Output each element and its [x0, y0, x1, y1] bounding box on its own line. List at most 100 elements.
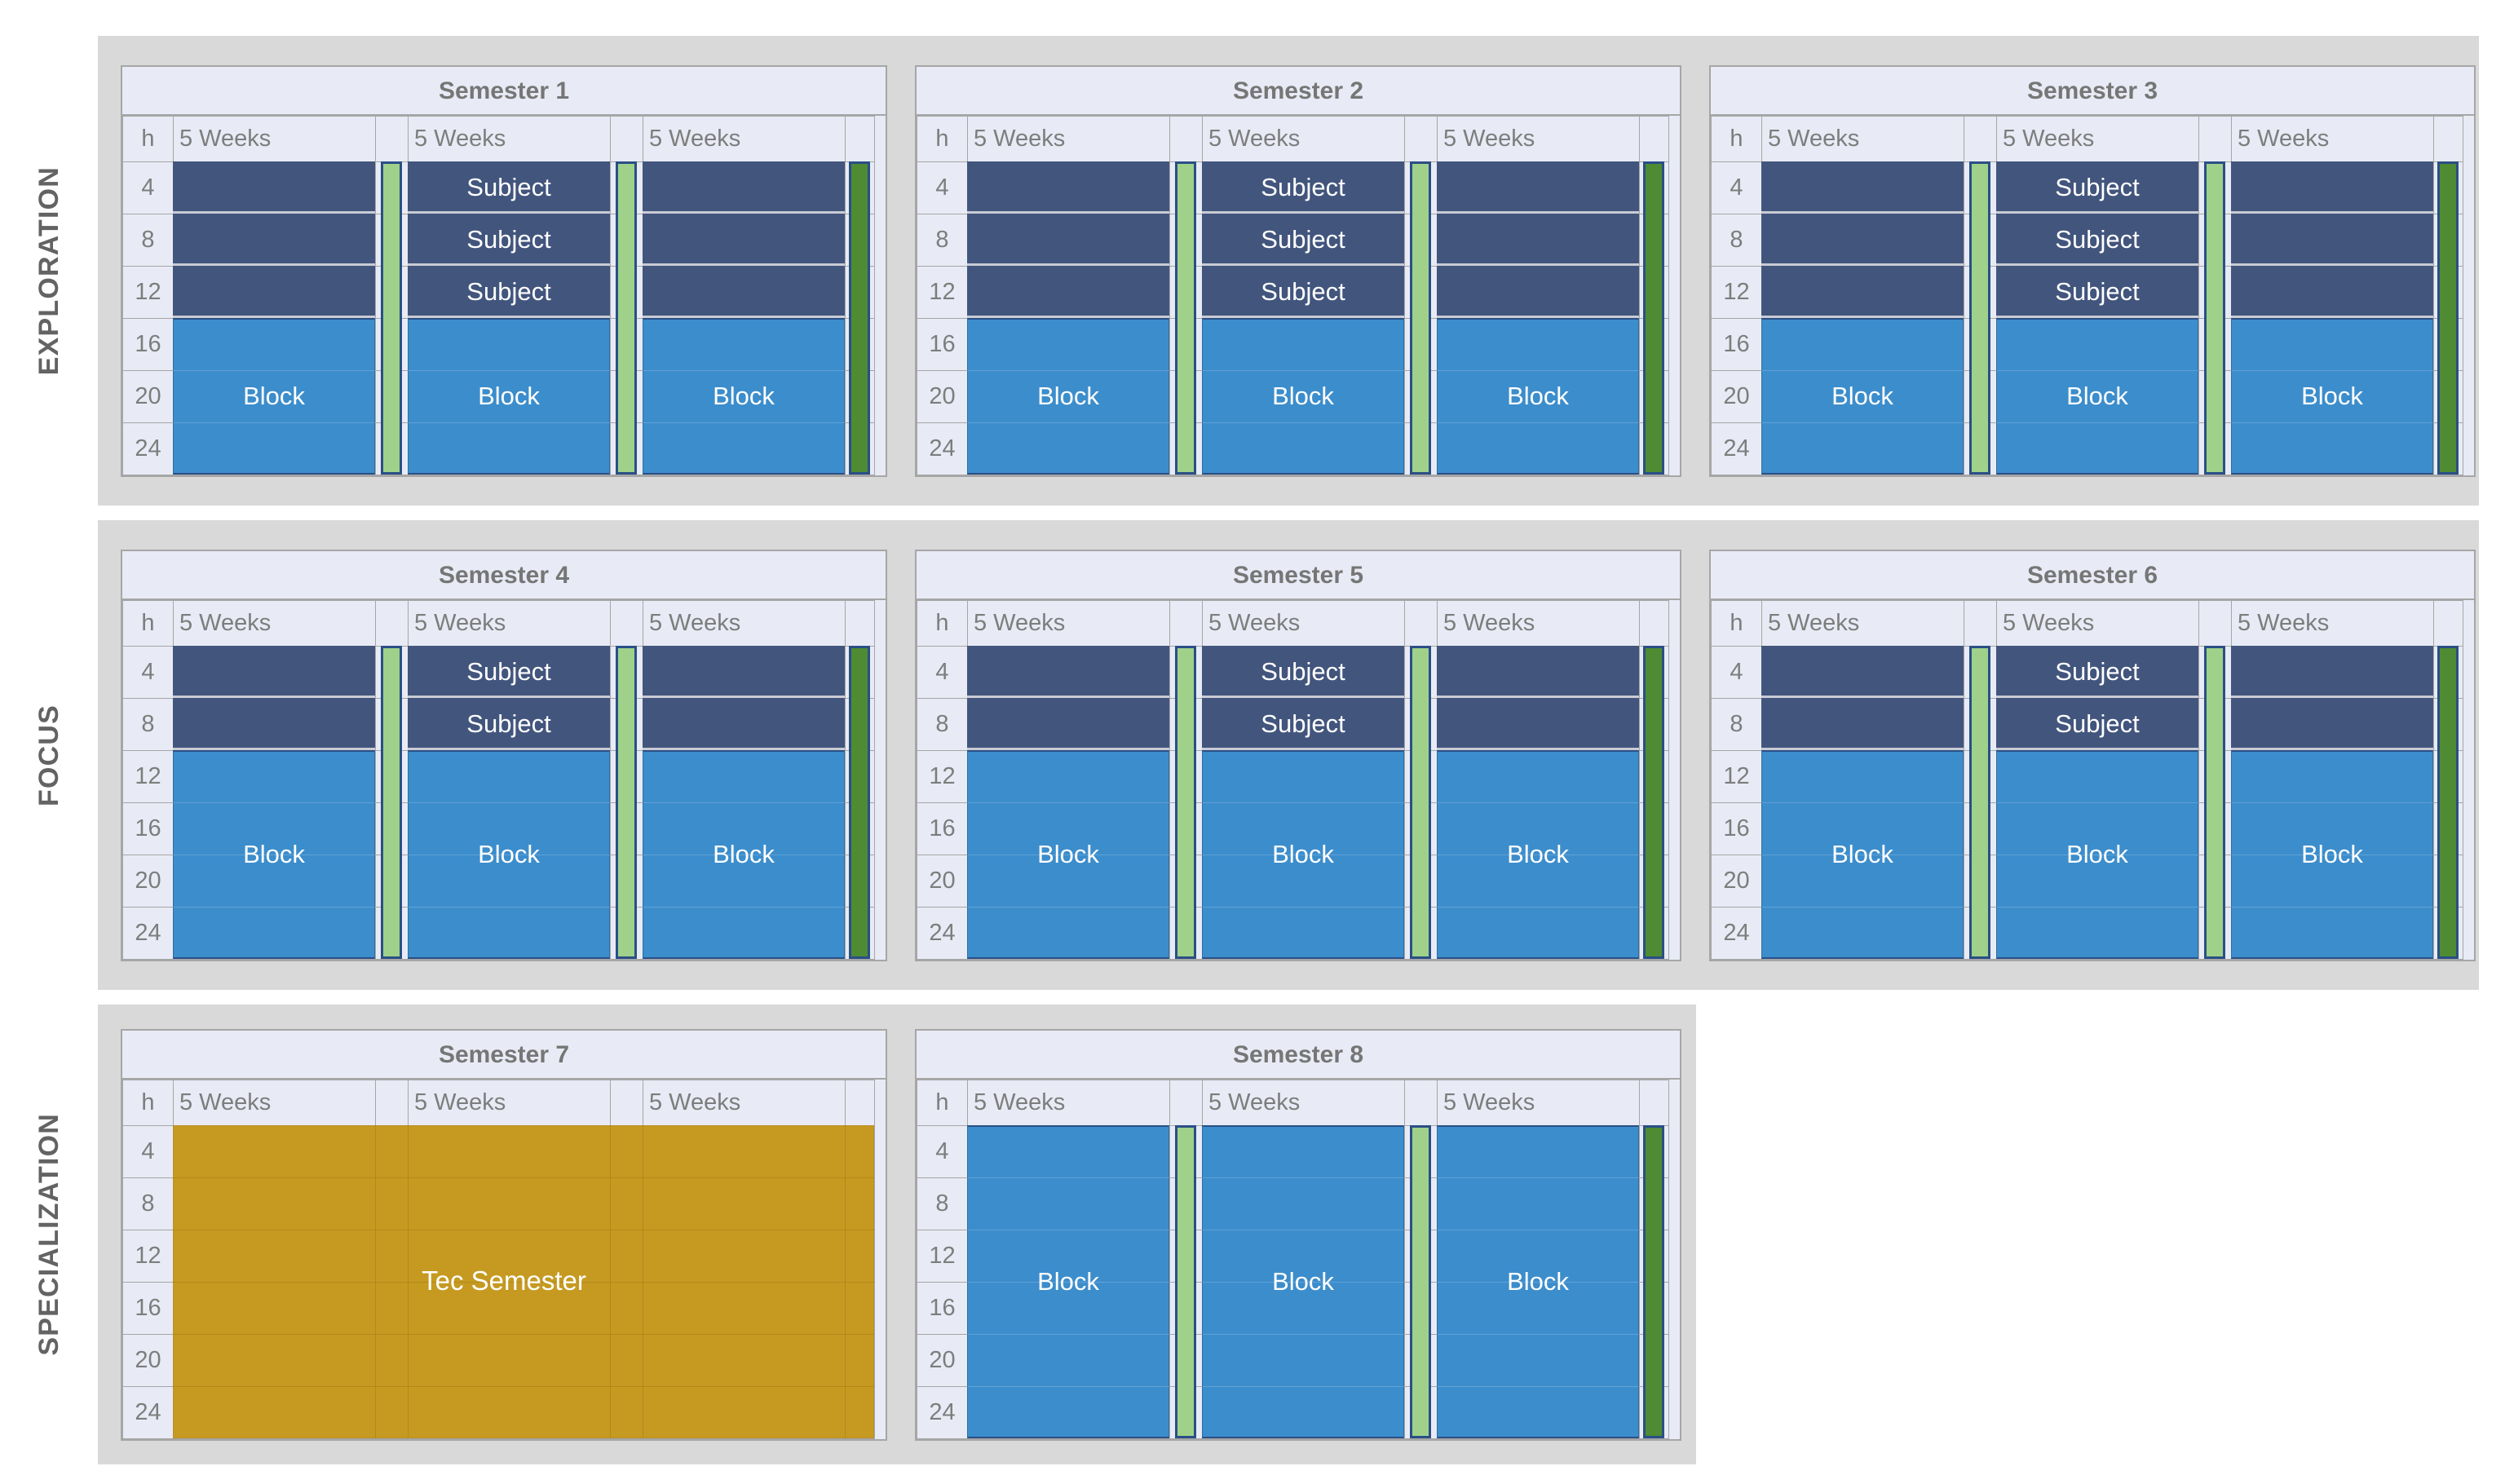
- schedule-cell: [1761, 265, 1964, 319]
- semester-title: Semester 7: [122, 1030, 886, 1080]
- schedule-cell: [1437, 422, 1640, 475]
- hour-row: 24: [122, 422, 875, 475]
- hour-row: 16: [1711, 802, 2463, 855]
- hour-label: 24: [1711, 422, 1762, 475]
- schedule-cell: [173, 1177, 376, 1230]
- schedule-cell: [1169, 697, 1203, 751]
- schedule-cell: [2231, 161, 2434, 214]
- schedule-cell: [1169, 1385, 1203, 1439]
- hour-row: 8: [917, 213, 1669, 267]
- schedule-cell: [1639, 213, 1669, 267]
- schedule-cell: [375, 749, 409, 803]
- hour-label: 20: [1711, 369, 1762, 423]
- schedule-cell: [1404, 317, 1438, 371]
- schedule-cell: [845, 265, 875, 319]
- column-separator-header: [1639, 115, 1669, 162]
- schedule-cell: [1202, 1229, 1405, 1283]
- hour-label: 12: [1711, 749, 1762, 803]
- schedule-cell: [1169, 1333, 1203, 1387]
- schedule-cell: [610, 854, 643, 908]
- hour-row: 12: [1711, 749, 2463, 803]
- semester-title: Semester 1: [122, 66, 886, 116]
- week-column-header: 5 Weeks: [408, 1079, 611, 1126]
- schedule-cell: [610, 1177, 643, 1230]
- schedule-cell: [845, 369, 875, 423]
- hour-label: 4: [122, 1124, 174, 1178]
- schedule-cell: [1404, 422, 1438, 475]
- schedule-cell: [967, 749, 1170, 803]
- hour-label: 24: [122, 422, 174, 475]
- schedule-cell: [173, 1385, 376, 1439]
- schedule-cell: [967, 161, 1170, 214]
- hour-row: 16: [122, 1281, 875, 1335]
- schedule-cell: [1996, 697, 2199, 751]
- schedule-cell: [643, 645, 846, 699]
- schedule-cell: [967, 1177, 1170, 1230]
- schedule-cell: [1639, 906, 1669, 960]
- schedule-cell: [2433, 697, 2463, 751]
- schedule-cell: [408, 317, 611, 371]
- schedule-cell: [610, 422, 643, 475]
- schedule-cell: [845, 1229, 875, 1283]
- schedule-cell: [1202, 854, 1405, 908]
- hour-label: 20: [1711, 854, 1762, 908]
- schedule-cell: [1169, 749, 1203, 803]
- schedule-cell: [173, 749, 376, 803]
- schedule-cell: [967, 369, 1170, 423]
- column-separator-header: [2198, 599, 2232, 647]
- schedule-cell: [643, 749, 846, 803]
- schedule-cell: [967, 697, 1170, 751]
- schedule-cell: [1964, 645, 1997, 699]
- schedule-cell: [1996, 265, 2199, 319]
- schedule-cell: [1404, 1333, 1438, 1387]
- schedule-cell: [610, 1385, 643, 1439]
- schedule-cell: [2433, 645, 2463, 699]
- schedule-cell: [408, 1385, 611, 1439]
- schedule-cell: [375, 317, 409, 371]
- schedule-cell: [1202, 697, 1405, 751]
- hour-row: 12: [917, 265, 1669, 319]
- schedule-cell: [1639, 1385, 1669, 1439]
- schedule-cell: [1761, 213, 1964, 267]
- schedule-cell: [2231, 749, 2434, 803]
- schedule-cell: [1639, 1124, 1669, 1178]
- schedule-cell: [1202, 317, 1405, 371]
- schedule-cell: [408, 422, 611, 475]
- column-separator-header: [610, 599, 643, 647]
- hour-label: 16: [917, 317, 968, 371]
- schedule-cell: [1639, 1333, 1669, 1387]
- hour-row: 24: [917, 1385, 1669, 1439]
- schedule-cell: [1437, 161, 1640, 214]
- schedule-cell: [2433, 802, 2463, 855]
- week-column-header: 5 Weeks: [1761, 115, 1964, 162]
- schedule-cell: [1404, 265, 1438, 319]
- schedule-cell: [1202, 1333, 1405, 1387]
- schedule-cell: [1996, 645, 2199, 699]
- hour-row: 12: [917, 1229, 1669, 1283]
- hour-row: 24: [917, 422, 1669, 475]
- schedule-cell: [375, 213, 409, 267]
- hour-row: 8: [122, 1177, 875, 1230]
- schedule-cell: [408, 1281, 611, 1335]
- schedule-cell: [173, 854, 376, 908]
- week-column-header: 5 Weeks: [1437, 115, 1640, 162]
- hour-row: 16: [122, 802, 875, 855]
- semester-title: Semester 3: [1711, 66, 2474, 116]
- schedule-cell: [1639, 422, 1669, 475]
- schedule-cell: [375, 854, 409, 908]
- schedule-cell: [1404, 369, 1438, 423]
- schedule-cell: [643, 697, 846, 751]
- schedule-cell: [845, 161, 875, 214]
- schedule-cell: [610, 802, 643, 855]
- schedule-cell: [1202, 749, 1405, 803]
- schedule-cell: [1404, 213, 1438, 267]
- schedule-cell: [1437, 854, 1640, 908]
- week-column-header: 5 Weeks: [967, 115, 1170, 162]
- schedule-cell: [1996, 369, 2199, 423]
- hour-row: 16: [1711, 317, 2463, 371]
- schedule-cell: [1437, 749, 1640, 803]
- hour-label: 16: [1711, 317, 1762, 371]
- schedule-cell: [967, 906, 1170, 960]
